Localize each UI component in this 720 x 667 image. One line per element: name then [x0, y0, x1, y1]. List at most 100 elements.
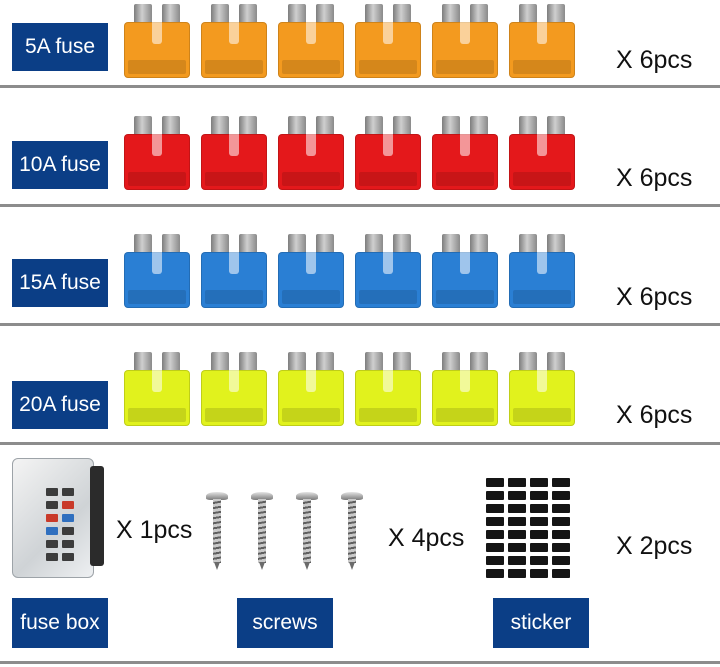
screw-head — [251, 492, 273, 500]
fuse-box-slot — [62, 488, 74, 496]
fuse-body — [509, 252, 575, 308]
fuse-box-terminal-strip — [90, 466, 104, 566]
fuse — [124, 4, 190, 80]
fuse — [278, 4, 344, 80]
sticker-label-tile — [486, 530, 504, 539]
fuse — [278, 116, 344, 192]
fuse-box-slot — [46, 514, 58, 522]
fuse-quantity-5a: X 6pcs — [616, 46, 693, 74]
fuse — [355, 352, 421, 428]
sticker-label-tile — [552, 491, 570, 500]
fuse-body — [201, 370, 267, 426]
screw-shank — [348, 499, 356, 563]
fuse — [124, 234, 190, 310]
fuse-body — [201, 134, 267, 190]
fuse-body — [355, 370, 421, 426]
fuse-body — [124, 252, 190, 308]
divider — [0, 85, 720, 88]
screws-quantity: X 4pcs — [388, 524, 465, 552]
fuse — [278, 234, 344, 310]
fuse — [355, 4, 421, 80]
sticker-label-tile — [552, 543, 570, 552]
divider — [0, 661, 720, 664]
fuse-body — [278, 134, 344, 190]
fuse-label-5a: 5A fuse — [12, 23, 108, 71]
sticker-label-tile — [508, 517, 526, 526]
fuse — [124, 116, 190, 192]
fuse-box-slot — [62, 540, 74, 548]
fuse-body — [432, 370, 498, 426]
sticker-label-tile — [552, 504, 570, 513]
fuse-body — [432, 134, 498, 190]
fuse-body — [355, 134, 421, 190]
sticker-label-tile — [552, 530, 570, 539]
fuse-label-10a: 10A fuse — [12, 141, 108, 189]
fuse-body — [509, 134, 575, 190]
fuse-box-image — [12, 458, 104, 578]
sticker-label-tile — [530, 530, 548, 539]
sticker-label-tile — [530, 517, 548, 526]
fuse — [201, 4, 267, 80]
fuse-box-slot — [46, 540, 58, 548]
sticker-label-tile — [530, 543, 548, 552]
fuse-label-20a: 20A fuse — [12, 381, 108, 429]
fuse-body — [432, 22, 498, 78]
sticker-label-tile — [508, 504, 526, 513]
screw-head — [341, 492, 363, 500]
fuse — [432, 116, 498, 192]
sticker-label-tile — [552, 478, 570, 487]
sticker-label-tile — [530, 569, 548, 578]
sticker-label-tile — [486, 543, 504, 552]
fuse-box-slot — [46, 527, 58, 535]
screw-shank — [303, 499, 311, 563]
screw — [206, 492, 228, 570]
fuse — [124, 352, 190, 428]
sticker-label-tile — [530, 556, 548, 565]
screws-label: screws — [237, 598, 333, 648]
screw — [251, 492, 273, 570]
divider — [0, 442, 720, 445]
sticker-label: sticker — [493, 598, 589, 648]
screw — [341, 492, 363, 570]
screw — [296, 492, 318, 570]
sticker-label-tile — [486, 491, 504, 500]
sticker-label-tile — [486, 569, 504, 578]
sticker-label-tile — [552, 569, 570, 578]
fuse-box-slot — [46, 488, 58, 496]
sticker-label-tile — [530, 504, 548, 513]
screw-tip — [259, 562, 265, 570]
sticker-label-tile — [508, 491, 526, 500]
fuse-body — [509, 22, 575, 78]
screws-image — [206, 492, 376, 574]
fuse-box-quantity: X 1pcs — [116, 516, 193, 544]
fuse-quantity-15a: X 6pcs — [616, 283, 693, 311]
sticker-label-tile — [486, 556, 504, 565]
fuse-body — [278, 22, 344, 78]
sticker-label-tile — [552, 517, 570, 526]
fuse-box-slot — [62, 527, 74, 535]
screw-head — [206, 492, 228, 500]
sticker-label-tile — [508, 530, 526, 539]
sticker-label-tile — [552, 556, 570, 565]
fuse-body — [201, 22, 267, 78]
fuse-box-slot — [46, 501, 58, 509]
screw-shank — [213, 499, 221, 563]
sticker-label-tile — [508, 556, 526, 565]
screw-tip — [214, 562, 220, 570]
fuse — [201, 234, 267, 310]
fuse-body — [124, 370, 190, 426]
fuse-body — [278, 252, 344, 308]
fuse-body — [432, 252, 498, 308]
sticker-label-tile — [486, 517, 504, 526]
fuse-body — [278, 370, 344, 426]
sticker-label-tile — [508, 569, 526, 578]
sticker-image — [486, 478, 576, 582]
sticker-label-tile — [508, 543, 526, 552]
fuse — [509, 352, 575, 428]
fuse — [509, 116, 575, 192]
fuse — [201, 116, 267, 192]
sticker-label-tile — [530, 478, 548, 487]
fuse-label-15a: 15A fuse — [12, 259, 108, 307]
fuse-body — [124, 134, 190, 190]
fuse — [509, 4, 575, 80]
